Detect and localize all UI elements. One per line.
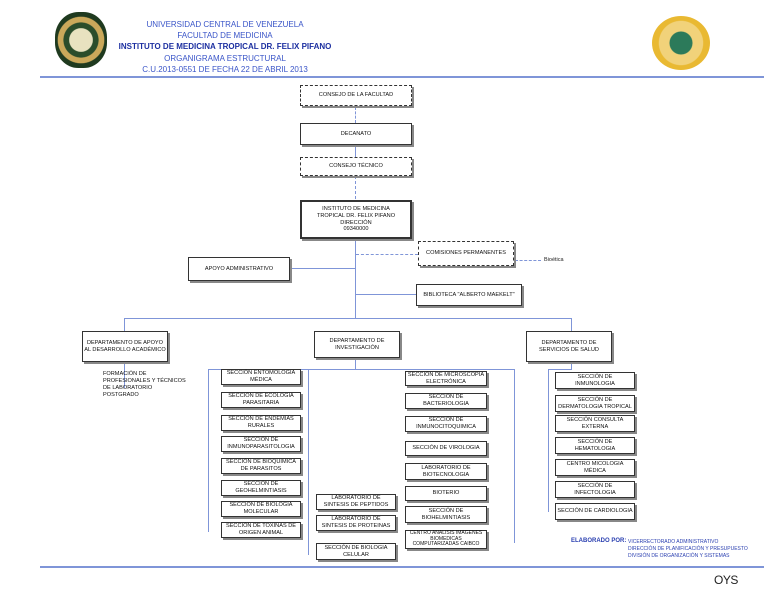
link-inv-right-spine — [514, 369, 516, 543]
formacion-list: FORMACIÓN DE PROFESIONALES Y TÉCNICOS DE… — [103, 371, 199, 399]
inv-left-box: SECCIÓN DE INMUNOPARASITOLOGIA — [221, 436, 301, 452]
header-university: UNIVERSIDAD CENTRAL DE VENEZUELA — [146, 20, 304, 29]
link-bioetica — [515, 260, 541, 261]
consejo-tecnico-box: CONSEJO TÉCNICO — [300, 157, 412, 176]
salud-box: SECCIÓN DE DERMATOLOGIA TROPICAL — [555, 395, 635, 412]
apoyo-administrativo-box: APOYO ADMINISTRATIVO — [188, 257, 290, 281]
link-apoyo — [290, 268, 356, 270]
link-academico-formacion — [124, 362, 126, 388]
inv-right-box: SECCIÓN DE BIOHELMINTIASIS — [405, 506, 487, 523]
ucv-seal-logo — [55, 12, 107, 68]
instituto-codigo: 09340000 — [343, 226, 369, 233]
link-consejo-instituto — [355, 176, 356, 199]
link-investigacion-bar — [208, 369, 515, 371]
link-dept-academico — [124, 318, 126, 331]
inv-left-box: SECCIÓN DE BIOLOGIA MOLECULAR — [221, 501, 301, 517]
salud-box: SECCIÓN DE INMUNOLOGIA — [555, 372, 635, 389]
dept-investigacion-box: DEPARTAMENTO DE INVESTIGACIÓN — [314, 331, 400, 358]
header-resolution: C.U.2013-0551 DE FECHA 22 DE ABRIL 2013 — [142, 65, 308, 74]
instituto-direccion: DIRECCIÓN — [340, 219, 372, 226]
link-salud-top — [548, 369, 572, 371]
header-chart-title: ORGANIGRAMA ESTRUCTURAL — [164, 54, 286, 63]
link-instituto-main — [355, 239, 357, 318]
inv-left-box: SECCIÓN DE GEOHELMINTIASIS — [221, 480, 301, 496]
inv-right-box: SECCIÓN DE INMUNOCITOQUIMICA — [405, 416, 487, 432]
formacion-item: FORMACIÓN DE — [103, 371, 147, 377]
inv-left-box: SECCIÓN DE ECOLOGIA PARASITARIA — [221, 392, 301, 408]
biblioteca-box: BIBLIOTECA "ALBERTO MAEKELT" — [416, 284, 522, 306]
inv-mid-box: LABORATORIO DE SINTESIS DE PROTEINAS — [316, 515, 396, 531]
elaborado-label: ELABORADO POR: — [571, 538, 627, 544]
salud-box: SECCIÓN CONSULTA EXTERNA — [555, 415, 635, 432]
inv-left-box: SECCIÓN ENTOMOLOGIA MÉDICA — [221, 369, 301, 385]
inv-right-box: SECCIÓN DE MICROSCOPIA ELECTRÓNICA — [405, 371, 487, 386]
inv-left-box: SECCIÓN DE ENDEMIAS RURALES — [221, 415, 301, 431]
salud-box: SECCIÓN DE CARDIOLOGIA — [555, 503, 635, 520]
elaborado-line3: DIVISIÓN DE ORGANIZACIÓN Y SISTEMAS — [628, 553, 730, 559]
inv-left-box: SECCIÓN DE BIOQUIMICA DE PARASITOS — [221, 458, 301, 474]
elaborado-line2: DIRECCIÓN DE PLANIFICACIÓN Y PRESUPUESTO — [628, 546, 748, 552]
salud-box: CENTRO MICOLOGIA MÉDICA — [555, 459, 635, 476]
inv-left-box: SECCIÓN DE TOXINAS DE ORIGEN ANIMAL — [221, 522, 301, 538]
consejo-facultad-box: CONSEJO DE LA FACULTAD — [300, 85, 412, 106]
link-comisiones — [356, 254, 418, 255]
inv-right-box: SECCIÓN DE BACTERIOLOGIA — [405, 393, 487, 409]
elaborado-line1: VICERRECTORADO ADMINISTRATIVO — [628, 539, 719, 545]
header-institute: INSTITUTO DE MEDICINA TROPICAL DR. FELIX… — [118, 42, 332, 51]
link-dept-salud — [571, 318, 573, 331]
inv-mid-box: SECCIÓN DE BIOLOGIA CELULAR — [316, 543, 396, 560]
footer-rule — [40, 566, 764, 568]
oys-logo: OYS — [714, 573, 738, 587]
link-decanato-consejo — [355, 145, 357, 157]
inv-right-box: SECCIÓN DE VIROLOGIA — [405, 441, 487, 456]
link-salud-spine — [548, 369, 550, 512]
instituto-name: INSTITUTO DE MEDICINA TROPICAL DR. FELIX… — [316, 206, 396, 219]
formacion-item: POSTGRADO — [103, 392, 139, 398]
dept-salud-box: DEPARTAMENTO DE SERVICIOS DE SALUD — [526, 331, 612, 362]
link-salud-down — [571, 362, 573, 369]
facultad-seal-logo — [652, 16, 710, 70]
decanato-box: DECANATO — [300, 123, 412, 145]
inv-right-box: CENTRO ANALISIS IMAGENES BIOMEDICAS COMP… — [405, 530, 487, 549]
bioetica-label: Bioética — [544, 257, 564, 263]
formacion-item: PROFESIONALES Y TÉCNICOS — [103, 378, 186, 384]
salud-box: SECCIÓN DE INFECTOLOGIA — [555, 481, 635, 498]
link-facultad-decanato — [355, 107, 356, 123]
header-rule — [40, 76, 764, 78]
instituto-box: INSTITUTO DE MEDICINA TROPICAL DR. FELIX… — [300, 200, 412, 239]
link-investigacion-down — [355, 357, 357, 369]
link-departments-bar — [124, 318, 572, 320]
header-faculty: FACULTAD DE MEDICINA — [177, 31, 273, 40]
inv-right-box: BIOTERIO — [405, 486, 487, 501]
formacion-item: DE LABORATORIO — [103, 385, 153, 391]
link-inv-mid-spine — [308, 369, 310, 555]
link-biblioteca — [356, 294, 416, 296]
salud-box: SECCIÓN DE HEMATOLOGIA — [555, 437, 635, 454]
inv-right-box: LABORATORIO DE BIOTECNOLOGIA — [405, 463, 487, 480]
comisiones-box: COMISIONES PERMANENTES — [418, 241, 514, 266]
link-inv-left-spine — [208, 369, 210, 532]
dept-academico-box: DEPARTAMENTO DE APOYO AL DESARROLLO ACAD… — [82, 331, 168, 362]
inv-mid-box: LABORATORIO DE SINTESIS DE PEPTIDOS — [316, 494, 396, 510]
